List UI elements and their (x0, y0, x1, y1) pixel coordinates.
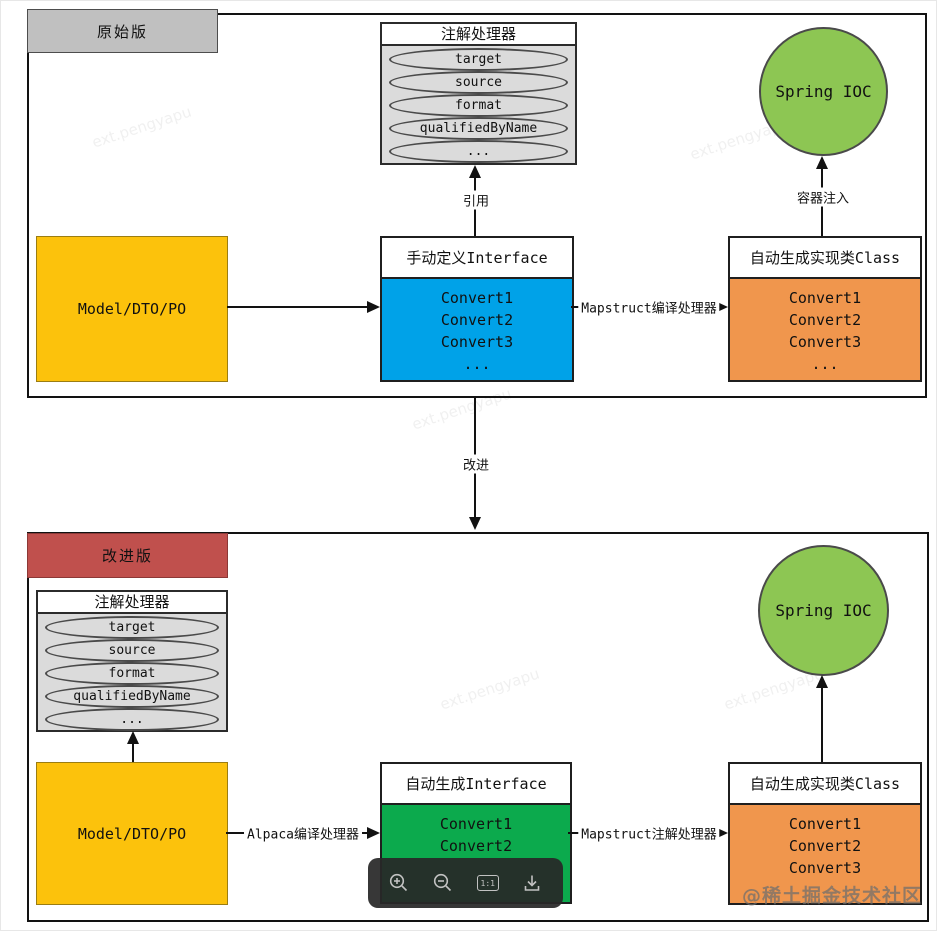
reference-label: 引用 (459, 190, 493, 210)
annotation-item: ... (45, 708, 219, 731)
arrow-head (127, 731, 139, 744)
spring-ioc-circle: Spring IOC (758, 545, 889, 676)
arrow-head (367, 827, 380, 839)
manual-interface-body: Convert1 Convert2 Convert3 ... (382, 279, 572, 380)
download-icon[interactable] (518, 869, 546, 897)
convert-item: ... (463, 355, 491, 373)
mapstruct-annotation-label: Mapstruct注解处理器 (578, 823, 720, 843)
convert-item: Convert1 (439, 815, 513, 833)
community-watermark: @稀土掘金技术社区 (741, 885, 922, 907)
manual-interface-title: 手动定义Interface (382, 238, 572, 279)
container-inject-label: 容器注入 (793, 187, 853, 207)
actual-size-label: 1:1 (476, 875, 499, 891)
convert-item: Convert2 (788, 311, 862, 329)
zoom-in-icon[interactable] (385, 869, 413, 897)
alpaca-compile-label: Alpaca编译处理器 (244, 823, 362, 843)
annotation-processor-title: 注解处理器 (382, 24, 575, 46)
convert-item: Convert2 (440, 311, 514, 329)
annotation-item: target (389, 48, 568, 71)
annotation-item: source (45, 639, 219, 662)
annotation-processor-box: 注解处理器 target source format qualifiedByNa… (36, 590, 228, 732)
annotation-item: source (389, 71, 568, 94)
spring-ioc-circle: Spring IOC (759, 27, 888, 156)
convert-item: Convert3 (440, 333, 514, 351)
model-dto-po-box: Model/DTO/PO (36, 236, 228, 382)
improve-label: 改进 (459, 454, 493, 474)
convert-item: Convert1 (440, 289, 514, 307)
arrow-head (816, 156, 828, 169)
improved-section-frame (27, 532, 929, 922)
zoom-out-icon[interactable] (429, 869, 457, 897)
convert-item: Convert1 (788, 289, 862, 307)
mapstruct-compile-label: Mapstruct编译处理器 (578, 297, 720, 317)
annotation-item: qualifiedByName (45, 685, 219, 708)
annotation-item: format (45, 662, 219, 685)
convert-item: ... (811, 355, 839, 373)
arrow-head (469, 517, 481, 530)
annotation-item: format (389, 94, 568, 117)
convert-item: Convert2 (439, 837, 513, 855)
annotation-processor-body: target source format qualifiedByName ... (38, 614, 226, 733)
arrow-head (816, 675, 828, 688)
actual-size-icon[interactable]: 1:1 (474, 869, 502, 897)
generated-class-box: 自动生成实现类Class Convert1 Convert2 Convert3 … (728, 236, 922, 382)
annotation-item: target (45, 616, 219, 639)
generated-class-body: Convert1 Convert2 Convert3 (730, 805, 920, 903)
generated-class-box: 自动生成实现类Class Convert1 Convert2 Convert3 (728, 762, 922, 905)
convert-item: Convert2 (788, 837, 862, 855)
generated-class-title: 自动生成实现类Class (730, 764, 920, 805)
convert-item: Convert3 (788, 859, 862, 877)
image-viewer-toolbar: 1:1 (368, 858, 563, 908)
convert-item: Convert3 (788, 333, 862, 351)
original-section-frame (27, 13, 927, 398)
original-version-tag: 原始版 (27, 9, 218, 53)
arrow-line (821, 687, 823, 762)
manual-interface-box: 手动定义Interface Convert1 Convert2 Convert3… (380, 236, 574, 382)
arrow-head (367, 301, 380, 313)
annotation-processor-box: 注解处理器 target source format qualifiedByNa… (380, 22, 577, 165)
model-dto-po-box: Model/DTO/PO (36, 762, 228, 905)
generated-class-body: Convert1 Convert2 Convert3 ... (730, 279, 920, 380)
annotation-processor-title: 注解处理器 (38, 592, 226, 614)
improved-version-tag: 改进版 (27, 533, 228, 578)
auto-interface-title: 自动生成Interface (382, 764, 570, 805)
annotation-item: ... (389, 140, 568, 163)
convert-item: Convert1 (788, 815, 862, 833)
generated-class-title: 自动生成实现类Class (730, 238, 920, 279)
arrow-line (132, 743, 134, 762)
arrow-line (227, 306, 368, 308)
annotation-item: qualifiedByName (389, 117, 568, 140)
annotation-processor-body: target source format qualifiedByName ... (382, 46, 575, 165)
arrow-head (469, 165, 481, 178)
